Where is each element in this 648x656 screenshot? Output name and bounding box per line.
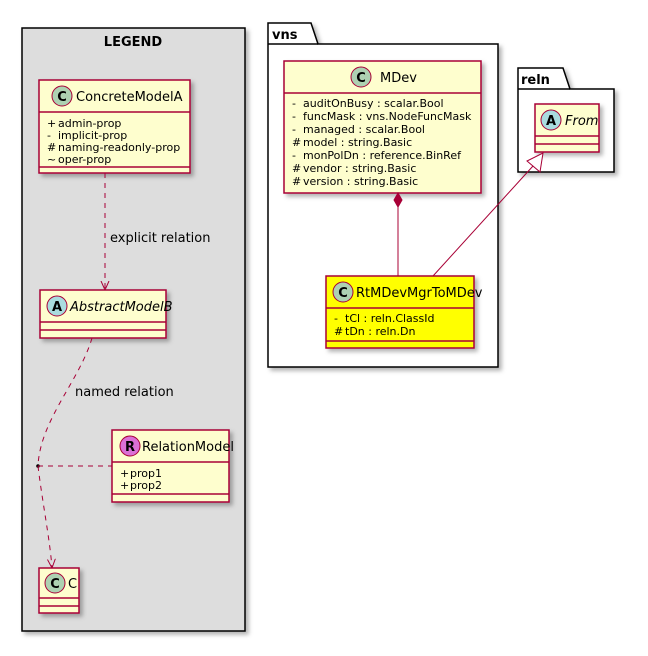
attribute-text: naming-readonly-prop xyxy=(58,141,180,154)
stereotype-letter: C xyxy=(57,90,67,105)
attribute-text: oper-prop xyxy=(58,153,111,166)
class-name: AbstractModelB xyxy=(69,300,173,315)
class-name: MDev xyxy=(380,71,417,86)
named-relation-edge: named relation xyxy=(36,337,174,568)
class-name: C xyxy=(68,577,77,592)
mdev-class[interactable]: C MDev - auditOnBusy : scalar.Bool - fun… xyxy=(283,60,482,194)
visibility-icon: - xyxy=(47,129,51,142)
explicit-relation-edge: explicit relation xyxy=(105,173,210,290)
stereotype-letter: A xyxy=(52,300,62,315)
class-name: ConcreteModelA xyxy=(76,90,183,105)
concrete-attr-list: + admin-prop - implicit-prop # naming-re… xyxy=(47,117,180,166)
attribute-text: auditOnBusy : scalar.Bool xyxy=(303,97,444,110)
inheritance-edge xyxy=(432,152,544,277)
attribute-text: tDn : reln.Dn xyxy=(345,325,415,338)
attribute-text: model : string.Basic xyxy=(303,136,412,149)
attribute-text: admin-prop xyxy=(58,117,121,130)
stereotype-letter: C xyxy=(356,71,366,86)
visibility-icon: - xyxy=(292,123,296,136)
class-c-icon xyxy=(44,572,66,594)
class-name: RtMDevMgrToMDev xyxy=(356,286,483,301)
class-name: From xyxy=(565,114,598,129)
visibility-icon: # xyxy=(334,325,343,338)
attribute-text: implicit-prop xyxy=(58,129,127,142)
visibility-icon: # xyxy=(292,136,301,149)
explicit-relation-label: explicit relation xyxy=(110,231,210,246)
visibility-icon: + xyxy=(120,479,129,492)
visibility-icon: - xyxy=(292,97,296,110)
stereotype-letter: R xyxy=(125,440,135,455)
class-c[interactable]: C C xyxy=(38,567,80,614)
attribute-text: vendor : string.Basic xyxy=(303,162,416,175)
abstract-a-icon xyxy=(540,109,562,131)
attribute-text: monPolDn : reference.BinRef xyxy=(303,149,462,162)
named-relation-label: named relation xyxy=(75,385,174,400)
rt-class[interactable]: C RtMDevMgrToMDev - tCl : reln.ClassId #… xyxy=(325,275,483,349)
class-c-icon xyxy=(51,85,73,107)
visibility-icon: # xyxy=(47,141,56,154)
package-name: vns xyxy=(272,28,298,43)
class-c-icon xyxy=(350,66,372,88)
inheritance-triangle-icon xyxy=(526,152,544,173)
visibility-icon: # xyxy=(292,162,301,175)
class-c-icon xyxy=(332,281,354,303)
abstract-model-class[interactable]: A AbstractModelB xyxy=(39,289,173,339)
attribute-text: funcMask : vns.NodeFuncMask xyxy=(303,110,472,123)
mdev-attr-list: - auditOnBusy : scalar.Bool - funcMask :… xyxy=(292,97,472,188)
visibility-icon: + xyxy=(47,117,56,130)
visibility-icon: - xyxy=(334,312,338,325)
relation-r-icon xyxy=(119,435,141,457)
concrete-model-class[interactable]: C ConcreteModelA + admin-prop - implicit… xyxy=(38,79,191,174)
relation-model-class[interactable]: R RelationModel + prop1 + prop2 xyxy=(111,429,234,503)
visibility-icon: + xyxy=(120,467,129,480)
stereotype-letter: C xyxy=(50,577,60,592)
attribute-text: prop2 xyxy=(130,479,162,492)
visibility-icon: # xyxy=(292,175,301,188)
stereotype-letter: A xyxy=(546,114,556,129)
composition-edge xyxy=(393,191,403,276)
attribute-text: prop1 xyxy=(130,467,162,480)
attribute-text: tCl : reln.ClassId xyxy=(345,312,435,325)
abstract-a-icon xyxy=(46,295,68,317)
class-name: RelationModel xyxy=(142,440,234,455)
from-class[interactable]: A From xyxy=(534,103,600,153)
stereotype-letter: C xyxy=(338,286,348,301)
attribute-text: version : string.Basic xyxy=(303,175,418,188)
legend-title: LEGEND xyxy=(104,35,163,50)
attribute-text: managed : scalar.Bool xyxy=(303,123,425,136)
package-name: reln xyxy=(521,73,550,88)
visibility-icon: - xyxy=(292,149,296,162)
visibility-icon: ~ xyxy=(47,153,56,166)
visibility-icon: - xyxy=(292,110,296,123)
